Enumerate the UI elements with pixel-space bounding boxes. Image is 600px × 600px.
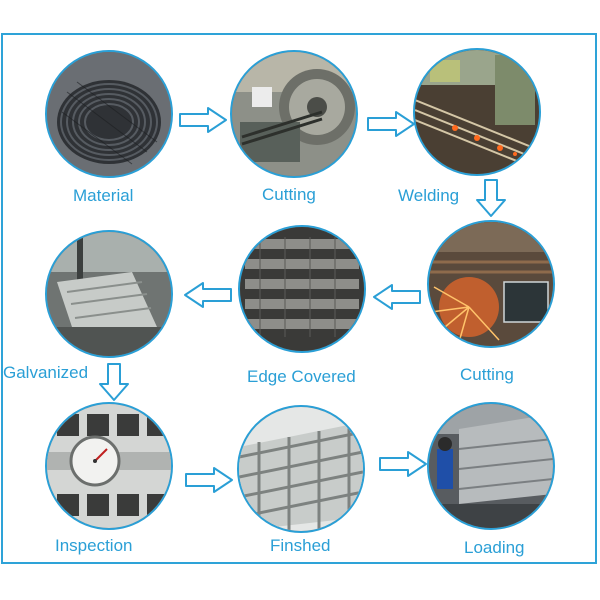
- cutting-machine-photo: [230, 50, 358, 178]
- step-label-cutting-2: Cutting: [460, 365, 514, 384]
- step-label-welding: Welding: [398, 186, 460, 205]
- left-arrow-icon: [372, 283, 422, 311]
- stacked-grating-photo: [238, 225, 366, 353]
- left-arrow-icon: [183, 281, 233, 309]
- step-label-inspection: Inspection: [55, 536, 133, 555]
- step-label-material: Material: [73, 186, 134, 205]
- step-label-cutting-1: Cutting: [262, 185, 316, 204]
- down-arrow-icon: [475, 178, 507, 218]
- material-photo: [45, 50, 173, 178]
- welding-line-photo: [413, 48, 541, 176]
- right-arrow-icon: [366, 110, 416, 138]
- down-arrow-icon: [98, 362, 130, 402]
- right-arrow-icon: [178, 106, 228, 134]
- caliper-dial-photo: [45, 402, 173, 530]
- step-label-galvanized: Galvanized: [3, 363, 89, 382]
- galvanizing-tank-photo: [45, 230, 173, 358]
- saw-cutting-sparks-photo: [427, 220, 555, 348]
- step-label-finished: Finshed: [270, 536, 331, 555]
- step-label-loading: Loading: [464, 538, 525, 557]
- right-arrow-icon: [184, 466, 234, 494]
- right-arrow-icon: [378, 450, 428, 478]
- container-loading-photo: [427, 402, 555, 530]
- step-label-edge-covered: Edge Covered: [247, 367, 356, 386]
- finished-grating-photo: [237, 405, 365, 533]
